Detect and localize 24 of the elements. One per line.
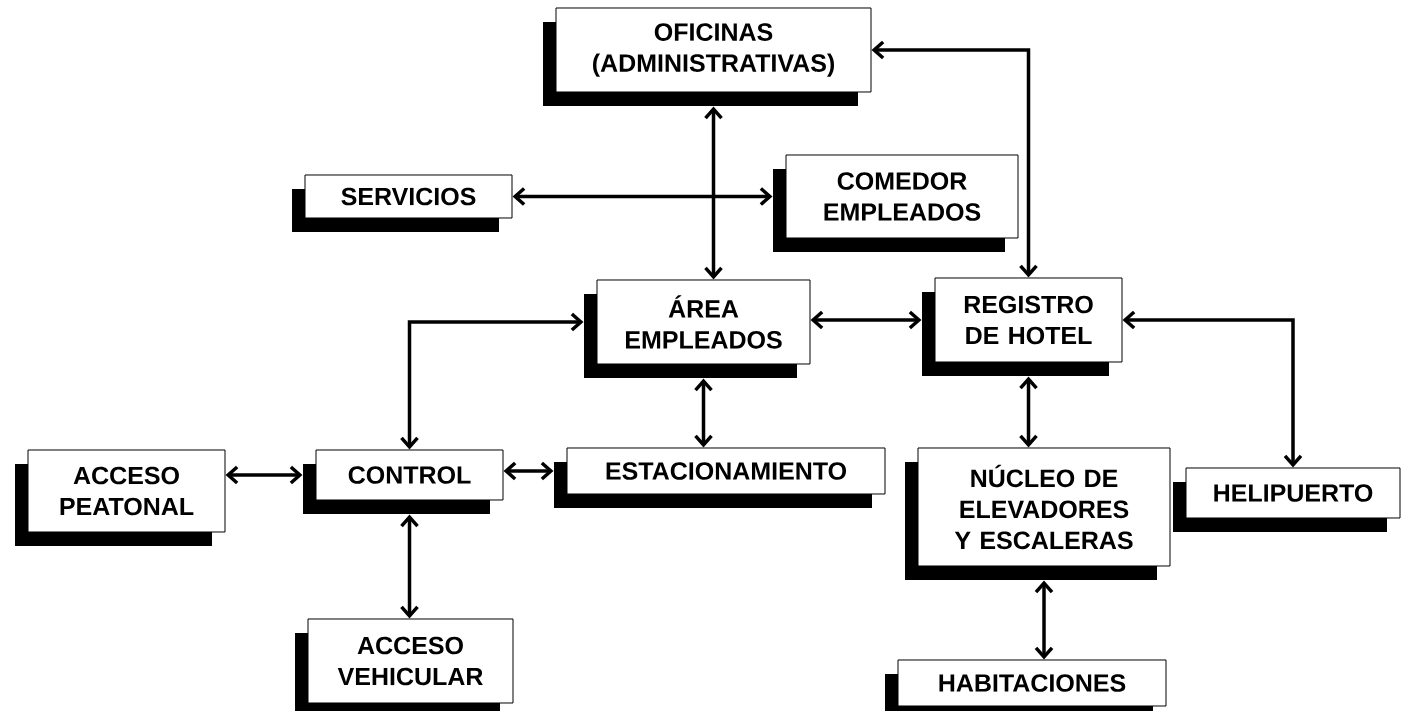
arrow <box>1034 580 1054 660</box>
arrow <box>512 187 773 206</box>
arrow <box>1122 310 1303 468</box>
arrow <box>694 378 713 448</box>
arrow <box>810 310 922 330</box>
process-box: CONTROL <box>303 449 504 514</box>
arrow <box>225 465 303 485</box>
arrow <box>1019 376 1038 448</box>
process-box: ESTACIONAMIENTO <box>554 447 886 508</box>
arrow <box>400 514 419 619</box>
process-box: HELIPUERTO <box>1173 467 1401 532</box>
arrow <box>871 40 1038 278</box>
process-box: ÁREA EMPLEADOS <box>584 279 811 378</box>
arrow <box>400 312 584 450</box>
process-box: HABITACIONES <box>885 659 1167 711</box>
process-box: REGISTRO DE HOTEL <box>922 277 1123 376</box>
arrow <box>704 106 723 280</box>
process-box: ACCESO PEATONAL <box>15 449 226 546</box>
process-box: NÚCLEO DE ELEVADORES Y ESCALERAS <box>905 447 1171 580</box>
process-box: COMEDOR EMPLEADOS <box>773 154 1019 252</box>
process-box: SERVICIOS <box>292 174 513 232</box>
arrow <box>503 461 554 481</box>
process-box: OFICINAS (ADMINISTRATIVAS) <box>543 7 872 106</box>
process-box: ACCESO VEHICULAR <box>295 618 514 711</box>
